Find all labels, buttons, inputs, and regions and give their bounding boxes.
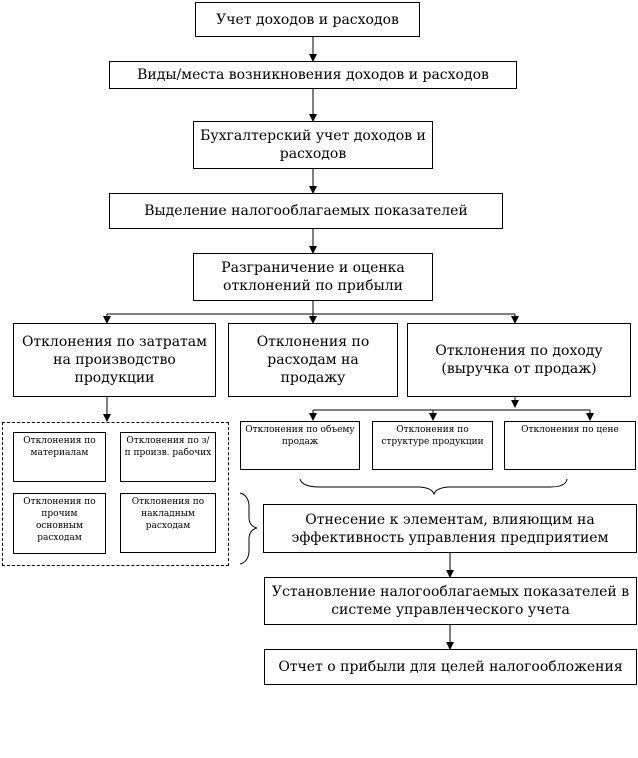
box-text: Виды/места возникновения доходов и расхо… <box>137 67 489 83</box>
box-text: Отклонения по з/п произв. рабочих <box>124 436 212 458</box>
box-taxable-indicators: Выделение налогооблагаемых показателей <box>109 193 503 229</box>
box-text: Учет доходов и расходов <box>216 11 399 28</box>
curly-brace-horizontal <box>299 478 568 496</box>
box-other-direct-deviations: Отклонения по прочим основным расходам <box>13 493 106 554</box>
box-tax-profit-report: Отчет о прибыли для целей налогообложени… <box>264 649 637 685</box>
box-text: Выделение налогооблагаемых показателей <box>144 203 468 219</box>
box-text: Отчет о прибыли для целей налогообложени… <box>278 659 623 675</box>
box-selling-expense-deviations: Отклонения по расходам на продажу <box>228 323 398 397</box>
box-management-efficiency: Отнесение к элементам, влияющим на эффек… <box>263 504 637 553</box>
box-text: Отнесение к элементам, влияющим на эффек… <box>291 511 609 546</box>
box-production-cost-deviations: Отклонения по затратам на производство п… <box>13 323 216 397</box>
box-management-accounting-indicators: Установление налогооблагаемых показателе… <box>264 577 637 625</box>
box-price-deviations: Отклонения по цене <box>504 421 636 470</box>
cost-deviations-group <box>2 422 229 566</box>
box-text: Отклонения по доходу (выручка от продаж) <box>435 343 603 377</box>
box-text: Установление налогооблагаемых показателе… <box>271 584 630 618</box>
box-overhead-deviations: Отклонения по накладным расходам <box>120 493 216 553</box>
box-text: Отклонения по структуре продукции <box>381 425 484 447</box>
box-materials-deviations: Отклонения по материалам <box>13 432 106 482</box>
box-income-expense-accounting: Учет доходов и расходов <box>195 2 420 37</box>
box-revenue-deviations: Отклонения по доходу (выручка от продаж) <box>407 323 631 397</box>
box-profit-deviations: Разграничение и оценка отклонений по при… <box>193 253 433 301</box>
box-text: Отклонения по прочим основным расходам <box>23 497 96 543</box>
box-text: Отклонения по объему продаж <box>245 425 355 447</box>
box-bookkeeping: Бухгалтерский учет доходов и расходов <box>193 121 433 169</box>
box-text: Отклонения по материалам <box>23 436 96 458</box>
box-mix-deviations: Отклонения по структуре продукции <box>372 421 493 470</box>
box-volume-deviations: Отклонения по объему продаж <box>240 421 360 470</box>
box-wage-deviations: Отклонения по з/п произв. рабочих <box>120 432 216 482</box>
box-text: Отклонения по накладным расходам <box>131 497 205 531</box>
box-text: Отклонения по затратам на производство п… <box>21 334 208 386</box>
box-text: Отклонения по расходам на продажу <box>256 334 370 386</box>
curly-brace-vertical <box>239 492 258 565</box>
box-text: Отклонения по цене <box>521 425 619 435</box>
box-text: Разграничение и оценка отклонений по при… <box>221 260 405 294</box>
box-income-expense-sources: Виды/места возникновения доходов и расхо… <box>109 61 517 89</box>
box-text: Бухгалтерский учет доходов и расходов <box>200 128 426 162</box>
